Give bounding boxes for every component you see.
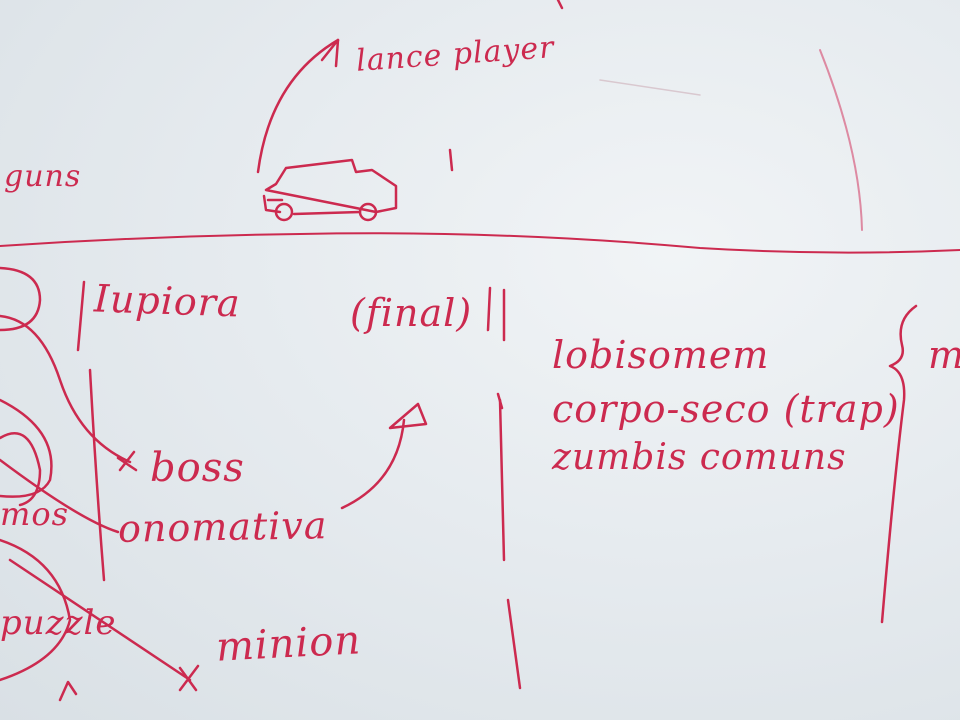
left-loop-4 <box>0 432 42 507</box>
minion-label: minion <box>214 617 363 671</box>
mos-fragment-label: mos <box>0 495 70 533</box>
puzzle-fragment-label: puzzle <box>0 603 117 643</box>
corpo-seco-label: corpo-seco (trap) <box>552 387 900 431</box>
lance-arrow-head <box>320 38 340 68</box>
lance-arrow <box>256 38 340 174</box>
middle-tick <box>496 392 504 410</box>
small-mark-top <box>556 0 564 10</box>
ghost-line <box>599 79 701 96</box>
right-brace <box>880 304 918 624</box>
boss-x-mark <box>116 450 138 472</box>
onomativa-arrow-head <box>388 402 428 430</box>
left-loop-2 <box>0 314 132 464</box>
ghost-arc <box>819 49 863 231</box>
left-loop-6 <box>0 538 72 682</box>
left-vertical <box>88 368 106 582</box>
small-mark-2 <box>448 148 454 172</box>
middle-vertical-1 <box>498 398 506 562</box>
divider-line <box>0 232 960 254</box>
onomativa-label: onomativa <box>117 503 328 551</box>
boss-label: boss <box>150 445 245 491</box>
lobisomem-label: lobisomem <box>552 333 770 377</box>
middle-vertical-2 <box>506 598 522 690</box>
final-label: (final) <box>350 291 473 335</box>
zumbis-comuns-label: zumbis comuns <box>552 437 847 478</box>
final-bar-1 <box>486 286 492 332</box>
left-loop-7 <box>8 558 192 682</box>
guns-label: guns <box>4 159 82 194</box>
car-sketch-icon <box>262 158 398 222</box>
small-caret <box>58 680 78 702</box>
left-loop-1 <box>0 266 42 332</box>
left-loop-3 <box>0 398 53 498</box>
left-loop-5 <box>0 458 120 534</box>
m-fragment-label: m <box>928 336 960 374</box>
minion-x-mark <box>178 664 200 692</box>
onomativa-arrow <box>340 418 406 510</box>
iupiora-label: Iupiora <box>93 276 242 326</box>
left-bracket <box>76 280 86 352</box>
